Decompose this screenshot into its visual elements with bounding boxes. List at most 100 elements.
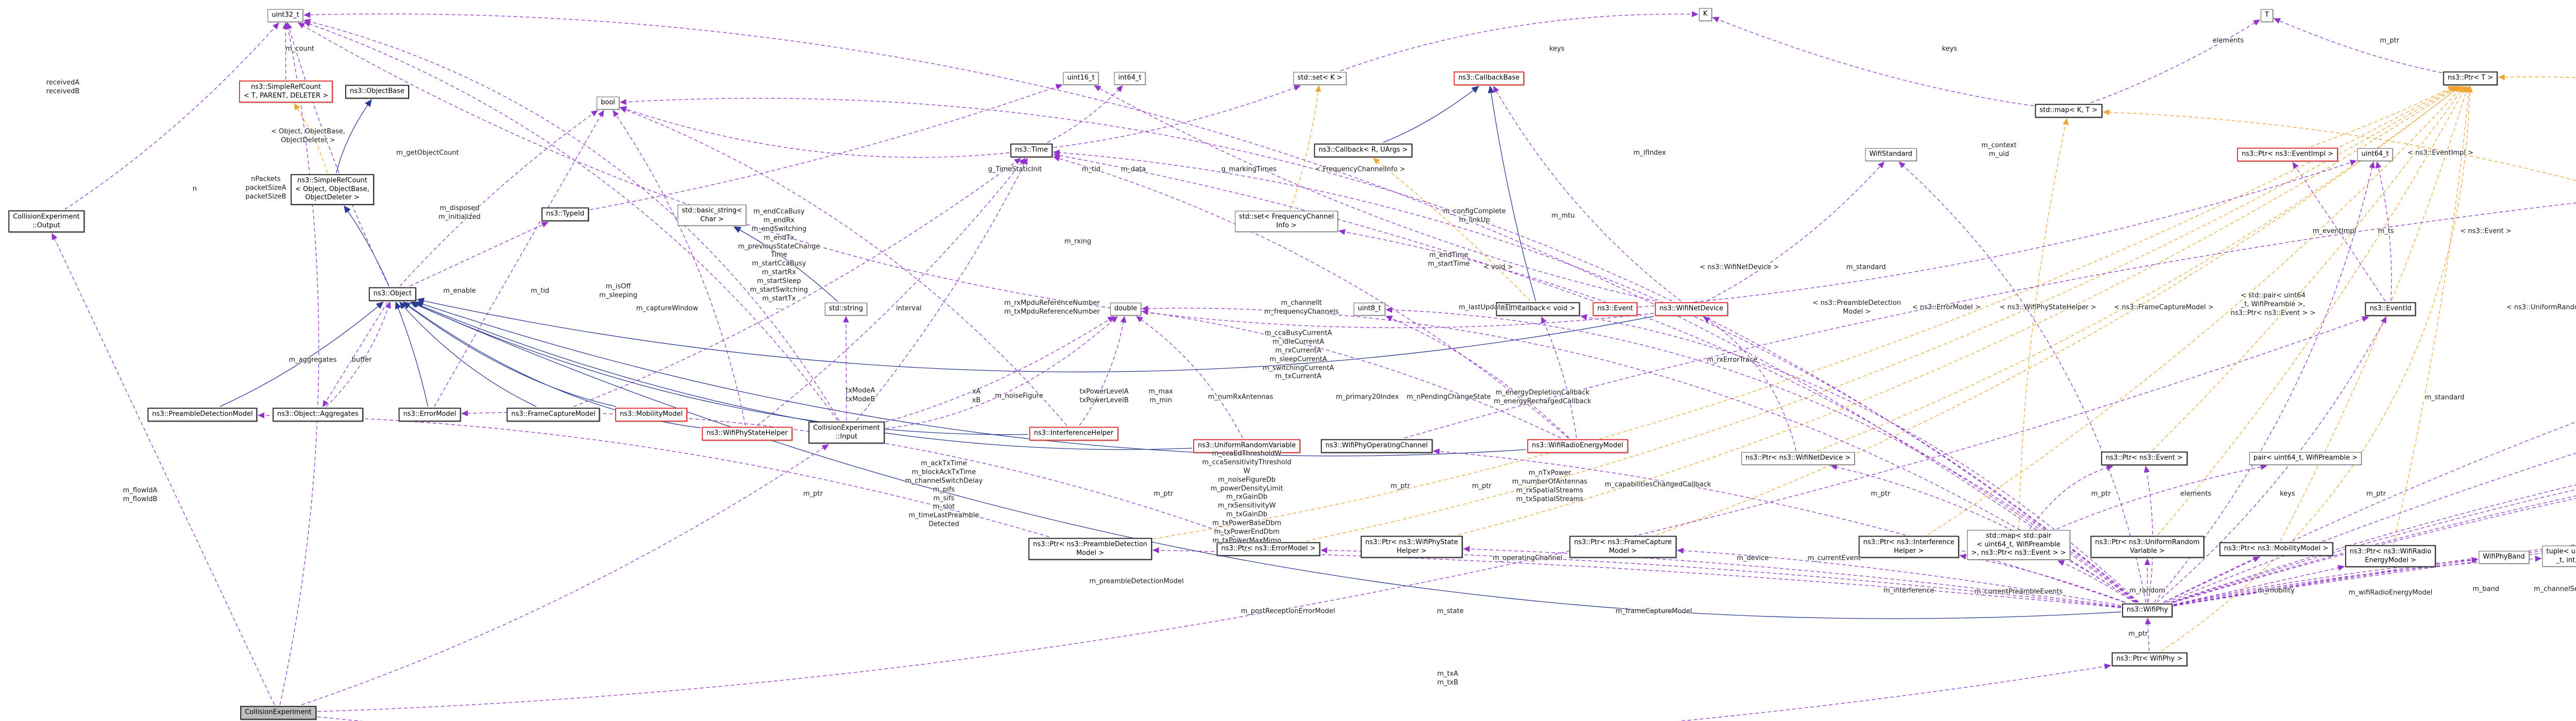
node-p_wnd[interactable]: ns3::Ptr< ns3::WifiNetDevice > xyxy=(1741,452,1855,465)
edge-obj-tid xyxy=(410,221,549,287)
edge-label: m_ts xyxy=(2378,227,2394,235)
node-p_ev[interactable]: ns3::Ptr< ns3::Event > xyxy=(2101,451,2188,466)
node-tid[interactable]: ns3::TypeId xyxy=(541,207,589,221)
node-p_wpsh[interactable]: ns3::Ptr< ns3::WifiPhyState Helper > xyxy=(1361,536,1463,558)
node-pairuw[interactable]: pair< uint64_t, WifiPreamble > xyxy=(2249,452,2362,465)
node-inp[interactable]: CollisionExperiment ::Input xyxy=(808,421,885,444)
node-ih[interactable]: ns3::InterferenceHelper xyxy=(1029,426,1118,441)
node-fcm[interactable]: ns3::FrameCaptureModel xyxy=(506,407,600,422)
node-time[interactable]: ns3::Time xyxy=(1010,143,1053,158)
node-subject[interactable]: CollisionExperiment xyxy=(240,706,316,720)
edge-aggr-obj xyxy=(326,301,391,407)
edge-label: m_context m_uid xyxy=(1981,142,2017,158)
edge-src_o-src_t xyxy=(294,103,328,174)
node-objbase[interactable]: ns3::ObjectBase xyxy=(345,84,410,99)
node-wifiphy[interactable]: ns3::WifiPhy xyxy=(2122,603,2173,617)
node-wstd[interactable]: WifiStandard xyxy=(1865,148,1917,161)
node-p_wp[interactable]: ns3::Ptr< WifiPhy > xyxy=(2111,652,2188,666)
node-p_ih[interactable]: ns3::Ptr< ns3::Interference Helper > xyxy=(1858,536,1959,558)
node-src_o[interactable]: ns3::SimpleRefCount < Object, ObjectBase… xyxy=(291,174,374,205)
edge-label: nPackets packetSizeA packetSizeB xyxy=(245,175,286,201)
edge-label: m_ccaBusyCurrentA m_idleCurrentA m_rxCur… xyxy=(1262,329,1334,381)
node-p_ei[interactable]: ns3::Ptr< ns3::EventImpl > xyxy=(2236,147,2338,162)
node-wrem[interactable]: ns3::WifiRadioEnergyModel xyxy=(1527,439,1628,453)
edge-setk-K xyxy=(1340,11,1699,72)
node-obj[interactable]: ns3::Object xyxy=(368,287,417,301)
node-wpb[interactable]: WifiPhyBand xyxy=(2479,551,2529,564)
edge-label: elements xyxy=(2180,490,2212,498)
edge-label: m_ptr xyxy=(2091,490,2111,498)
node-mapkt[interactable]: std::map< K, T > xyxy=(2035,104,2103,118)
edge-mapkt-T xyxy=(2090,19,2261,104)
edge-fcm-obj xyxy=(399,301,537,407)
edge-label: m_capabilitiesChangedCallback xyxy=(1604,480,1711,489)
edge-cb_v-cbb xyxy=(1487,85,1536,301)
node-setk[interactable]: std::set< K > xyxy=(1293,72,1347,85)
node-u64[interactable]: uint64_t xyxy=(2357,148,2393,161)
edge-wifiphy-tc_psdu xyxy=(2171,484,2576,603)
edge-subject-eventid xyxy=(317,316,2369,712)
node-i64[interactable]: int64_t xyxy=(1114,72,1146,85)
node-bstr[interactable]: std::basic_string< Char > xyxy=(677,204,747,226)
edge-obj-bool xyxy=(399,110,598,286)
node-cbb[interactable]: ns3::CallbackBase xyxy=(1453,71,1524,85)
node-p_fcm[interactable]: ns3::Ptr< ns3::FrameCapture Model > xyxy=(1569,536,1676,558)
edge-wnd-wstd xyxy=(1706,161,1885,302)
node-aggr[interactable]: ns3::Object::Aggregates xyxy=(273,407,363,422)
node-ptr_t[interactable]: ns3::Ptr< T > xyxy=(2443,71,2498,85)
node-wpoc[interactable]: ns3::WifiPhyOperatingChannel xyxy=(1320,439,1433,453)
edge-wnd-obj xyxy=(416,297,1654,372)
edge-label: m_random xyxy=(2129,587,2165,595)
edge-label: m_ptr xyxy=(1154,490,1173,498)
edge-label: keys xyxy=(1549,45,1565,53)
node-u8[interactable]: uint8_t xyxy=(1353,302,1385,316)
edge-label: m_state xyxy=(1436,607,1464,615)
edge-wifiphy-u8 xyxy=(1385,306,2139,603)
node-eventid[interactable]: ns3::EventId xyxy=(2365,302,2416,316)
node-cb_r[interactable]: ns3::Callback< R, UArgs > xyxy=(1314,143,1413,158)
edge-obj-aggr xyxy=(322,302,388,407)
edge-label: m_eventImpl xyxy=(2312,227,2357,235)
node-p_pdm[interactable]: ns3::Ptr< ns3::PreambleDetection Model > xyxy=(1028,538,1152,560)
edge-label: < Object, ObjectBase, ObjectDeleter > xyxy=(271,128,345,144)
node-bool[interactable]: bool xyxy=(597,96,619,110)
node-pdm[interactable]: ns3::PreambleDetectionModel xyxy=(147,407,258,422)
node-T[interactable]: T xyxy=(2261,9,2273,22)
node-tup[interactable]: tuple< uint8_t, uint16 _t, int, uint8_t … xyxy=(2542,545,2576,567)
node-src_t[interactable]: ns3::SimpleRefCount < T, PARENT, DELETER… xyxy=(239,80,333,103)
edge-label: m_ptr xyxy=(1871,490,1890,498)
node-u32[interactable]: uint32_t xyxy=(267,9,303,22)
edge-em-bool xyxy=(434,110,604,407)
edge-label: m_ptr xyxy=(2380,37,2399,45)
node-str[interactable]: std::string xyxy=(824,302,868,316)
node-p_em[interactable]: ns3::Ptr< ns3::ErrorModel > xyxy=(1216,542,1320,556)
edge-label: m_rxErrorTrace xyxy=(1706,356,1758,364)
node-wnd[interactable]: ns3::WifiNetDevice xyxy=(1655,302,1728,316)
edge-ih-obj xyxy=(410,301,1028,435)
edge-label: m_currentPreambleEvents xyxy=(1974,588,2063,596)
node-em[interactable]: ns3::ErrorModel xyxy=(398,407,461,422)
node-K[interactable]: K xyxy=(1699,8,1712,21)
edge-wifiphy-wpoc xyxy=(1433,448,2125,603)
node-u16[interactable]: uint16_t xyxy=(1063,72,1099,85)
edge-p_ih-ptr_t xyxy=(1927,85,2464,536)
node-p_urv[interactable]: ns3::Ptr< ns3::UniformRandom Variable > xyxy=(2090,536,2205,558)
edge-label: m_wifiRadioEnergyModel xyxy=(2348,589,2433,597)
node-urv[interactable]: ns3::UniformRandomVariable xyxy=(1193,439,1301,453)
node-mob[interactable]: ns3::MobilityModel xyxy=(615,407,688,422)
edge-label: < ns3::WifiNetDevice > xyxy=(1700,263,1779,271)
node-p_mob[interactable]: ns3::Ptr< ns3::MobilityModel > xyxy=(2219,542,2333,556)
node-p_wrem[interactable]: ns3::Ptr< ns3::WifiRadio EnergyModel > xyxy=(2345,545,2436,568)
edge-label: txPowerLevelA txPowerLevelB xyxy=(1079,388,1129,404)
edge-label: m_nPendingChangeState xyxy=(1406,393,1491,401)
node-out[interactable]: CollisionExperiment ::Output xyxy=(8,210,84,233)
node-map_pw[interactable]: std::map< std::pair < uint64_t, WifiPrea… xyxy=(1967,530,2070,560)
edge-wrem-time xyxy=(1053,156,1569,438)
node-wpsh[interactable]: ns3::WifiPhyStateHelper xyxy=(702,426,792,441)
node-event[interactable]: ns3::Event xyxy=(1592,302,1638,316)
node-dbl[interactable]: double xyxy=(1110,302,1142,316)
edge-wpsh-bool xyxy=(613,110,746,426)
edge-label: m_aggregates xyxy=(289,356,337,364)
node-cb_v[interactable]: ns3::Callback< void > xyxy=(1496,302,1580,316)
node-setf[interactable]: std::set< FrequencyChannel Info > xyxy=(1234,211,1338,232)
